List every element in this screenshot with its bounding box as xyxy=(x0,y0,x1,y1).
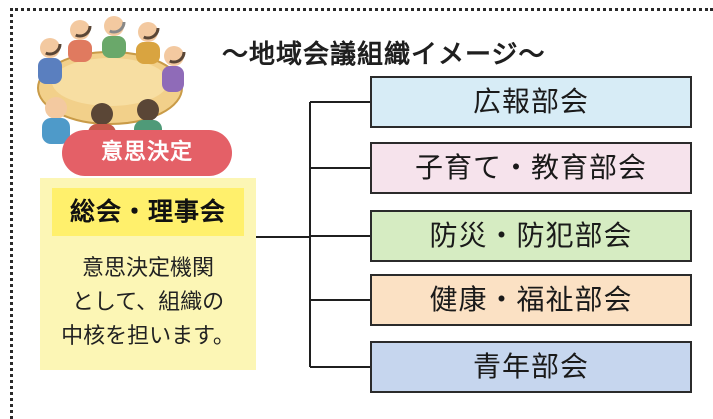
dept-youth: 青年部会 xyxy=(370,341,692,393)
description-line: 中核を担います。 xyxy=(61,324,235,349)
decision-badge: 意思決定 xyxy=(62,130,232,176)
diagram-title: ～地域会議組織イメージ～ xyxy=(222,40,546,70)
general-assembly-box: 総会・理事会 意思決定機関 として、組織の 中核を担います。 xyxy=(40,178,256,370)
description-line: 意思決定機関 xyxy=(81,256,214,281)
dept-health-welfare: 健康・福祉部会 xyxy=(370,274,692,326)
description-line: として、組織の xyxy=(71,290,225,315)
general-assembly-title: 総会・理事会 xyxy=(52,188,244,236)
meeting-people-illustration xyxy=(37,10,186,145)
dotted-frame xyxy=(10,8,713,419)
dept-childcare-education: 子育て・教育部会 xyxy=(370,142,692,194)
dept-disaster-crime-prevention: 防災・防犯部会 xyxy=(370,210,692,262)
dept-public-relations: 広報部会 xyxy=(370,76,692,128)
general-assembly-description: 意思決定機関 として、組織の 中核を担います。 xyxy=(40,252,256,354)
